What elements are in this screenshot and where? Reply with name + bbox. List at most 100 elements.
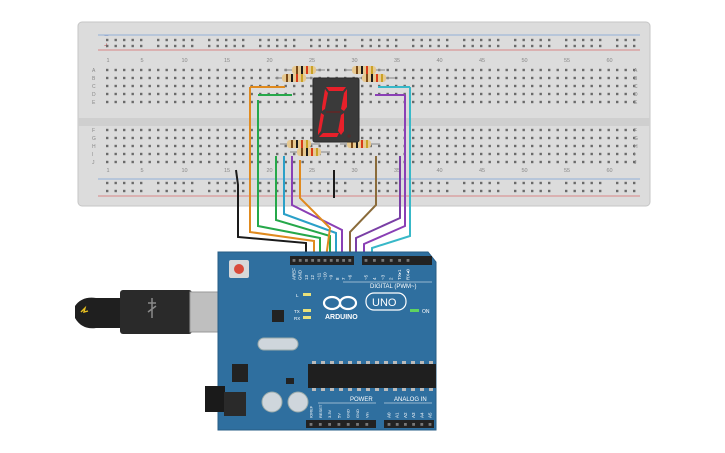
power-jack[interactable] — [205, 386, 225, 412]
digital-pin[interactable] — [317, 259, 321, 262]
analog-pin[interactable] — [420, 423, 424, 426]
digital-pin[interactable] — [364, 259, 368, 262]
hole — [514, 68, 517, 72]
hole — [157, 189, 160, 193]
digital-pin[interactable] — [381, 259, 385, 262]
hole — [114, 44, 117, 48]
hole — [582, 100, 585, 104]
hole — [488, 144, 491, 148]
resistor-4[interactable] — [355, 74, 395, 82]
resistor-5[interactable] — [280, 140, 320, 148]
digital-pin[interactable] — [373, 259, 376, 262]
hole — [607, 128, 610, 132]
hole — [361, 100, 364, 104]
digital-pin[interactable] — [305, 259, 308, 262]
wire-purple-1[interactable] — [291, 156, 343, 258]
hole — [293, 100, 296, 104]
column-number-top: 1 — [106, 58, 109, 64]
hole — [225, 92, 228, 96]
digital-pin-label: 4 — [372, 277, 377, 280]
hole — [310, 144, 313, 148]
resistor-6[interactable] — [290, 148, 330, 156]
hole — [182, 84, 185, 88]
hole — [165, 84, 168, 88]
column-number-bottom: 55 — [564, 168, 570, 174]
digital-pin[interactable] — [342, 259, 345, 262]
analog-pin[interactable] — [428, 423, 432, 426]
hole — [131, 152, 134, 156]
seven-segment-display[interactable] — [312, 77, 360, 143]
hole — [182, 92, 185, 96]
hole — [208, 38, 211, 42]
chip-pin — [429, 361, 433, 364]
hole — [157, 160, 160, 164]
analog-pin[interactable] — [387, 423, 391, 426]
digital-pin[interactable] — [389, 259, 393, 262]
power-pin[interactable] — [337, 423, 341, 426]
hole — [505, 76, 508, 80]
chip-pin — [330, 388, 334, 391]
power-pin[interactable] — [356, 423, 359, 426]
hole — [437, 144, 440, 148]
power-pin[interactable] — [365, 423, 369, 426]
hole — [310, 84, 313, 88]
wire-black-gnd[interactable] — [235, 169, 307, 258]
wire-orange-1[interactable] — [249, 87, 315, 258]
hole — [624, 136, 627, 140]
hole — [548, 181, 551, 185]
hole — [386, 144, 389, 148]
resistor-2[interactable] — [275, 74, 315, 82]
wire-green-2[interactable] — [275, 156, 331, 258]
wire-green-1[interactable] — [257, 110, 321, 258]
digital-pin[interactable] — [298, 259, 302, 262]
hole — [140, 68, 143, 72]
analog-pin[interactable] — [412, 423, 415, 426]
hole — [590, 128, 593, 132]
hole — [284, 38, 287, 42]
analog-pin[interactable] — [395, 423, 399, 426]
wire-cyan-1[interactable] — [283, 156, 337, 258]
hole — [522, 68, 525, 72]
resistor-1[interactable] — [285, 66, 325, 74]
hole — [284, 181, 287, 185]
hole — [174, 144, 177, 148]
power-pin[interactable] — [318, 423, 322, 426]
usb-cable[interactable] — [75, 290, 227, 334]
wire-purple-3[interactable] — [363, 95, 406, 258]
hole — [412, 181, 415, 185]
digital-pin[interactable] — [329, 259, 333, 262]
hole — [157, 144, 160, 148]
digital-pin[interactable] — [398, 259, 401, 262]
hole — [599, 181, 602, 185]
digital-pin[interactable] — [336, 259, 339, 262]
digital-pin[interactable] — [348, 259, 352, 262]
hole — [471, 38, 474, 42]
wire-purple-2[interactable] — [355, 156, 401, 258]
hole — [514, 160, 517, 164]
hole — [531, 144, 534, 148]
hole — [148, 100, 151, 104]
wire-brown-1[interactable] — [349, 156, 377, 258]
hole — [225, 189, 228, 193]
digital-pin-holes — [292, 259, 410, 262]
digital-pin[interactable] — [406, 259, 410, 262]
reset-button[interactable] — [234, 264, 244, 274]
hole — [446, 136, 449, 140]
digital-pin[interactable] — [292, 259, 296, 262]
digital-pin[interactable] — [323, 259, 327, 262]
hole — [624, 144, 627, 148]
chip-pin — [339, 361, 343, 364]
power-pin[interactable] — [328, 423, 331, 426]
hole — [624, 189, 627, 193]
digital-pin[interactable] — [311, 259, 314, 262]
hole — [174, 92, 177, 96]
hole — [446, 152, 449, 156]
hole — [259, 144, 262, 148]
wire-orange-2[interactable] — [299, 160, 332, 259]
resistor-3[interactable] — [345, 66, 385, 74]
power-pin[interactable] — [346, 423, 350, 426]
power-pin[interactable] — [309, 423, 313, 426]
analog-pin[interactable] — [404, 423, 407, 426]
hole — [548, 76, 551, 80]
